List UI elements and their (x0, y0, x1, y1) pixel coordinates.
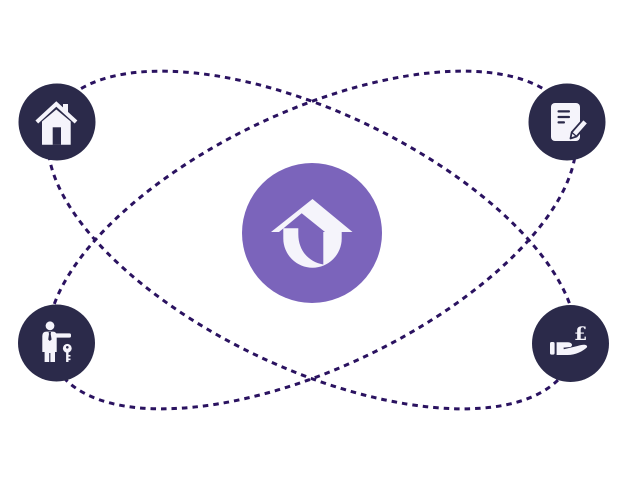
pound-sign-icon: £ (574, 323, 587, 345)
node-top-right (528, 83, 606, 161)
house-body (42, 109, 71, 145)
pencil-icon (569, 118, 589, 140)
node-top-left (18, 83, 96, 161)
center-node-circle (242, 163, 382, 303)
house-chimney (63, 104, 68, 113)
agent-body (42, 331, 57, 362)
agent-pointing-arm (54, 333, 71, 338)
pencil-body (569, 118, 589, 140)
house-roof (35, 101, 78, 124)
estate-agent-key-icon (42, 321, 72, 362)
key-hole (66, 346, 69, 349)
hand-palm (556, 342, 588, 355)
key-shaft (66, 351, 69, 362)
house-arrow-logo-icon (271, 199, 353, 268)
node-bottom-right: £ (532, 305, 609, 382)
node-bottom-left (18, 304, 95, 382)
key-icon (62, 343, 72, 362)
hand-pound-icon: £ (550, 323, 587, 355)
document-line (557, 110, 570, 113)
logo-roof-cutout (279, 213, 325, 232)
center-node (242, 163, 382, 303)
document-line (557, 115, 570, 119)
pencil-tip-line (571, 131, 577, 137)
document-edit-icon (551, 103, 589, 141)
logo-u-shape (283, 228, 342, 268)
document-line (557, 121, 565, 124)
house-door (52, 127, 61, 145)
house-icon (35, 101, 78, 145)
key-tooth (68, 355, 71, 357)
agent-tie (48, 332, 52, 341)
hand-cuff (550, 342, 555, 355)
agent-head (45, 321, 55, 331)
key-tooth (68, 358, 71, 361)
